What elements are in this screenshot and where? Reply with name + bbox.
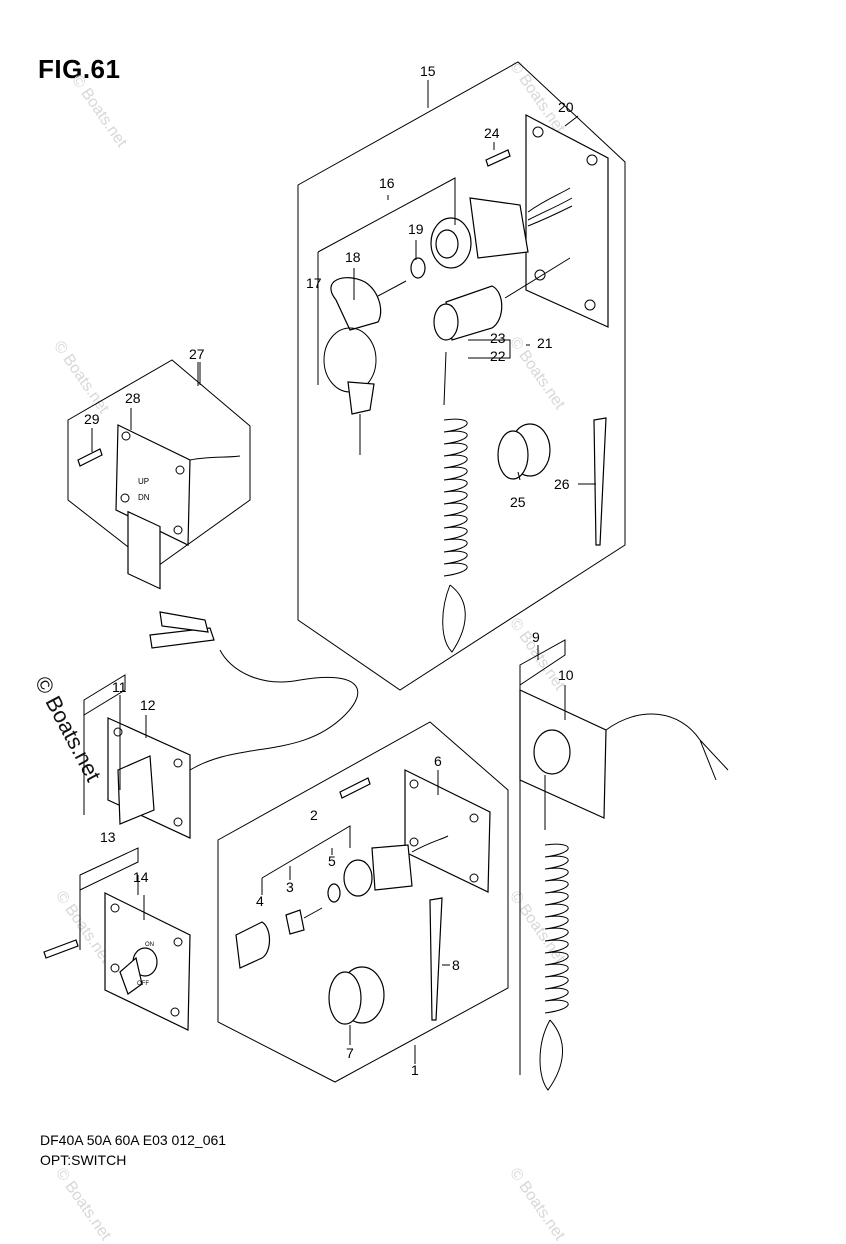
kit-15-outline xyxy=(297,61,626,691)
label-part-16: 16 xyxy=(379,175,395,191)
key-cover-4 xyxy=(235,921,271,969)
trim-up-mark: UP xyxy=(138,477,149,486)
toggle-on-mark: ON xyxy=(145,942,154,948)
label-part-23: 23 xyxy=(490,330,506,346)
kit-11-outline xyxy=(83,674,126,815)
cap-25 xyxy=(497,423,551,480)
cap-7 xyxy=(328,966,385,1025)
figure-title: FIG.61 xyxy=(38,54,121,84)
label-part-18: 18 xyxy=(345,249,361,265)
leader-lines xyxy=(91,115,596,1064)
trim-dn-mark: DN xyxy=(138,493,150,502)
label-part-26: 26 xyxy=(554,476,570,492)
label-part-3: 3 xyxy=(286,879,294,895)
label-part-11: 11 xyxy=(112,679,127,695)
switch-markings: UP DN ON OFF xyxy=(137,477,154,987)
switch-plate-12 xyxy=(107,611,359,839)
ignition-panel-plate-6 xyxy=(404,769,491,893)
kit-1-outline xyxy=(217,721,509,1083)
ignition-switch-5 xyxy=(343,835,449,897)
label-part-28: 28 xyxy=(125,390,141,406)
kit-13-outline xyxy=(79,847,139,950)
label-part-12: 12 xyxy=(140,697,156,713)
parts-diagram: 15 20 24 16 19 18 17 23 21 22 25 26 27 2… xyxy=(43,61,729,1091)
label-part-25: 25 xyxy=(510,494,526,510)
cable-tie-26 xyxy=(593,417,607,546)
label-part-24: 24 xyxy=(484,125,500,141)
label-part-1: 1 xyxy=(411,1062,419,1078)
label-part-29: 29 xyxy=(84,411,100,427)
label-part-8: 8 xyxy=(452,957,460,973)
cable-tie-8 xyxy=(429,897,443,1021)
stop-switch-plate-10 xyxy=(519,689,729,819)
label-part-20: 20 xyxy=(558,99,574,115)
toggle-off-mark: OFF xyxy=(137,981,149,987)
washer-19 xyxy=(410,257,426,279)
screw-1 xyxy=(339,777,371,799)
label-part-17: 17 xyxy=(306,275,322,291)
footer-group-name: OPT:SWITCH xyxy=(40,1152,127,1168)
label-part-2: 2 xyxy=(310,807,318,823)
screw-29 xyxy=(77,448,103,467)
key-18 xyxy=(323,277,407,455)
label-part-6: 6 xyxy=(434,753,442,769)
washer-5 xyxy=(327,883,341,903)
label-part-10: 10 xyxy=(558,667,574,683)
label-part-9: 9 xyxy=(532,629,540,645)
stop-switch-21 xyxy=(433,257,571,341)
label-part-27: 27 xyxy=(189,346,205,362)
screw-13 xyxy=(43,939,79,959)
trim-switch-plate-28 xyxy=(115,424,241,590)
lanyard-coil-10 xyxy=(539,775,569,1091)
ignition-switch-19 xyxy=(430,187,573,269)
label-part-22: 22 xyxy=(490,348,506,364)
label-part-21: 21 xyxy=(537,335,553,351)
label-part-7: 7 xyxy=(346,1045,354,1061)
label-part-14: 14 xyxy=(133,869,149,885)
toggle-switch-14 xyxy=(104,892,191,1031)
part-labels: 15 20 24 16 19 18 17 23 21 22 25 26 27 2… xyxy=(84,63,574,1078)
label-part-15: 15 xyxy=(420,63,436,79)
label-part-13: 13 xyxy=(100,829,116,845)
label-part-5: 5 xyxy=(328,853,336,869)
key-3 xyxy=(285,907,323,935)
ignition-panel-plate-20 xyxy=(525,114,609,328)
label-part-19: 19 xyxy=(408,221,424,237)
lanyard-coil-22 xyxy=(442,351,468,653)
label-part-4: 4 xyxy=(256,893,264,909)
kit-9-outline xyxy=(519,639,566,1075)
screw-24 xyxy=(485,149,511,167)
kit-27-outline xyxy=(67,359,251,569)
footer-model-code: DF40A 50A 60A E03 012_061 xyxy=(40,1132,227,1148)
